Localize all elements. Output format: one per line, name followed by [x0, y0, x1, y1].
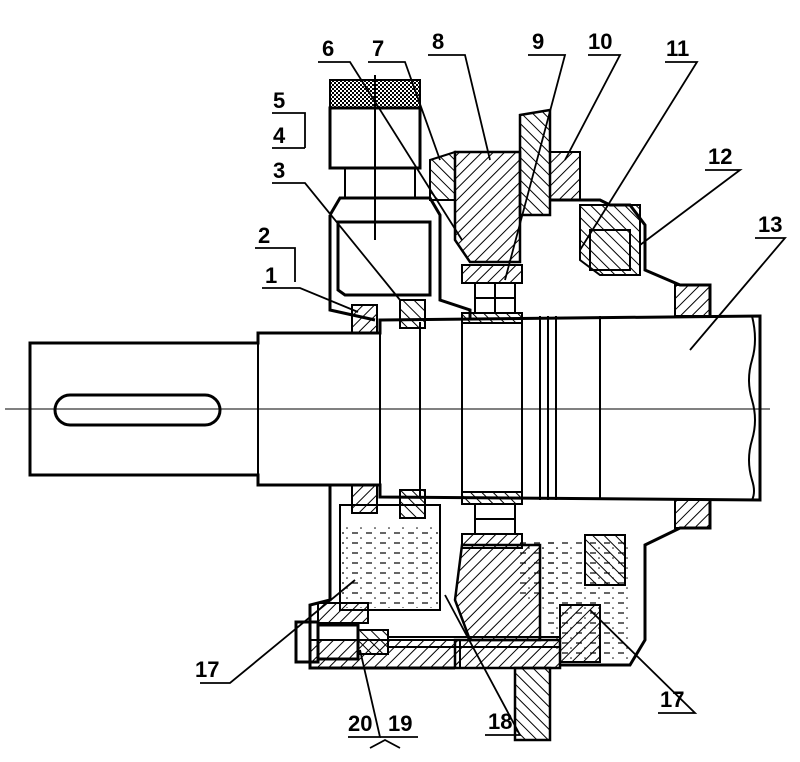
label-3: 3	[273, 158, 285, 183]
label-17-right: 17	[660, 687, 684, 712]
bearing-9	[461, 264, 523, 549]
part-labels: 1 2 3 4 5 6 7 8 9 10 11 12 13 17 17 18 1…	[195, 29, 782, 736]
label-2: 2	[258, 223, 270, 248]
label-18: 18	[488, 709, 512, 734]
keyway	[53, 393, 222, 427]
label-20: 20	[348, 711, 372, 736]
label-4: 4	[273, 123, 286, 148]
seals	[351, 299, 426, 519]
label-11: 11	[666, 36, 689, 61]
oil-window	[328, 75, 422, 240]
oil-middle	[520, 540, 560, 600]
label-17-left: 17	[195, 657, 219, 682]
label-5: 5	[273, 88, 285, 113]
oil-left	[342, 525, 438, 608]
shaft	[28, 314, 762, 502]
label-8: 8	[432, 29, 444, 54]
label-9: 9	[532, 29, 544, 54]
label-19: 19	[388, 711, 412, 736]
label-6: 6	[322, 36, 334, 61]
label-12: 12	[708, 144, 732, 169]
housing	[308, 196, 472, 670]
right-housing	[540, 151, 712, 667]
label-10: 10	[588, 29, 612, 54]
label-7: 7	[372, 36, 384, 61]
label-1: 1	[265, 263, 277, 288]
leader-lines	[200, 54, 787, 749]
label-13: 13	[758, 212, 782, 237]
